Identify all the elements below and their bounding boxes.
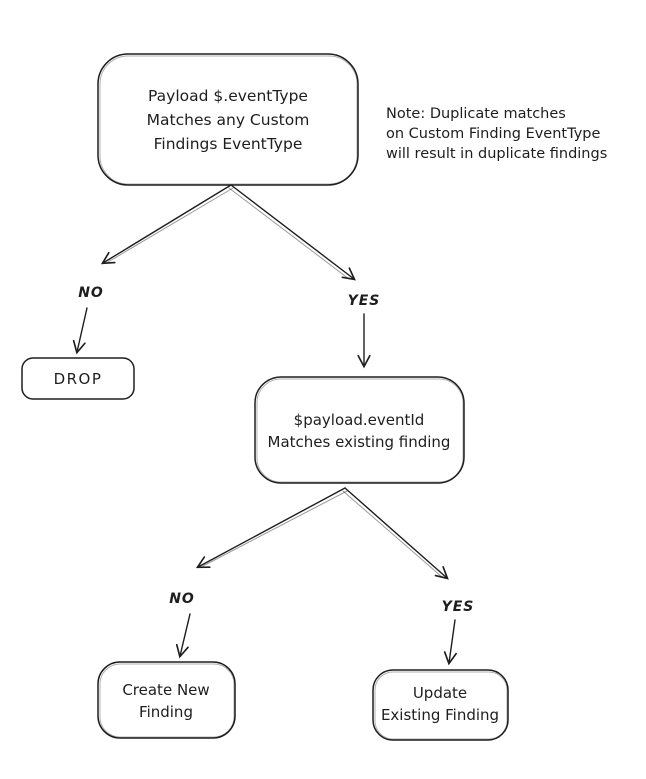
note-line3: will result in duplicate findings <box>386 146 607 162</box>
node-root-box-sketch <box>99 55 358 185</box>
node-update: Update Existing Finding <box>372 669 509 741</box>
node-eventid: $payload.eventId Matches existing findin… <box>254 376 465 484</box>
node-root-line3: Findings EventType <box>154 135 303 153</box>
node-update-line2: Existing Finding <box>381 706 499 724</box>
note-line1: Note: Duplicate matches <box>386 106 566 122</box>
edge-no-drop <box>72 307 88 355</box>
node-eventid-line2: Matches existing finding <box>268 433 451 451</box>
node-create: Create New Finding <box>97 661 236 739</box>
edge-root-no-sketch <box>107 187 234 263</box>
note-line2: on Custom Finding EventType <box>386 126 600 142</box>
node-root: Payload $.eventType Matches any Custom F… <box>97 53 359 186</box>
edge-root-yes-sketch <box>228 187 350 280</box>
node-drop-box <box>21 357 135 400</box>
edge-eventid-no <box>195 487 346 569</box>
label-root-no: NO <box>78 285 104 301</box>
label-eventid-yes: YES <box>442 599 475 615</box>
node-eventid-line1: $payload.eventId <box>294 411 425 429</box>
node-create-line1: Create New <box>122 681 209 699</box>
node-create-box-sketch <box>99 663 235 738</box>
node-update-box-sketch <box>374 671 508 740</box>
node-root-line1: Payload $.eventType <box>148 87 308 105</box>
node-root-box <box>97 53 359 186</box>
edge-eventid-yes-sketch <box>342 490 443 578</box>
edge-root-yes <box>230 184 356 281</box>
node-create-line2: Finding <box>139 703 193 721</box>
node-drop-label: DROP <box>54 370 103 388</box>
node-root-line2: Matches any Custom <box>147 111 310 129</box>
edge-root-no <box>100 184 232 265</box>
edge-eventid-no-sketch <box>202 490 348 567</box>
note-annotation: Note: Duplicate matches on Custom Findin… <box>386 106 607 162</box>
node-eventid-box-sketch <box>256 378 464 483</box>
label-eventid-no: NO <box>169 591 195 607</box>
edge-eventid-yes <box>344 487 449 580</box>
node-drop: DROP <box>21 357 135 400</box>
node-create-box <box>97 661 236 739</box>
node-eventid-box <box>254 376 465 484</box>
edge-yes-update <box>443 619 457 666</box>
edge-no-create <box>175 613 191 659</box>
node-update-line1: Update <box>413 684 467 702</box>
node-update-box <box>372 669 509 741</box>
label-root-yes: YES <box>348 293 381 309</box>
